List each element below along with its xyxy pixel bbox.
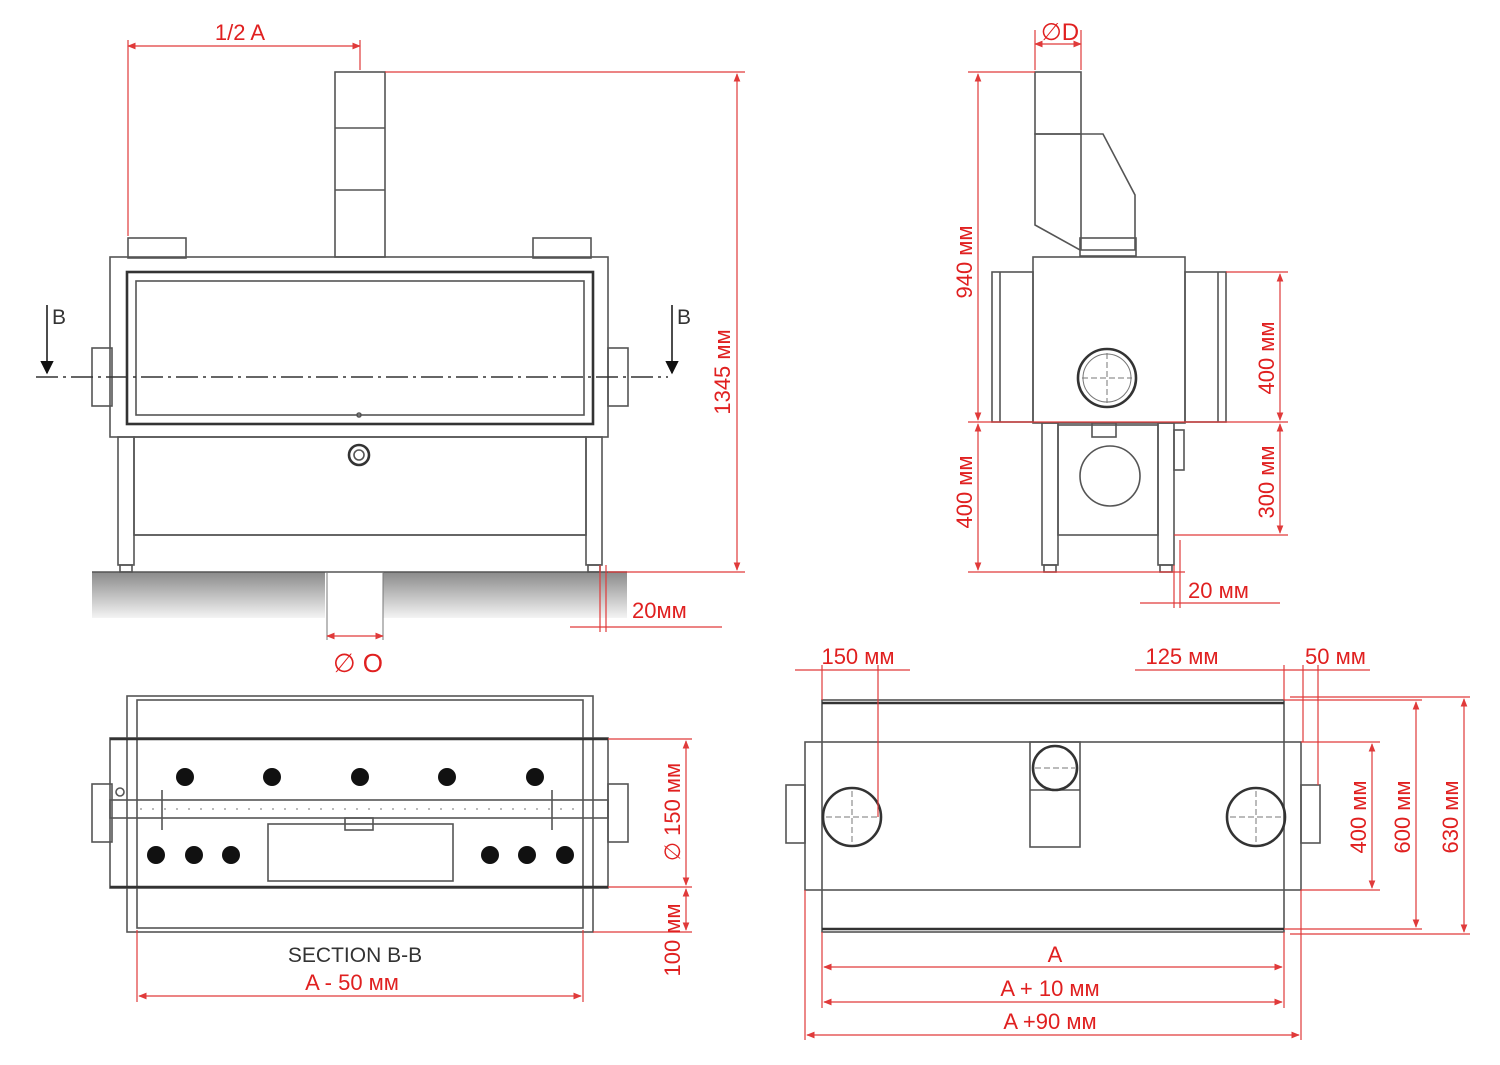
top-port-right <box>1225 786 1287 848</box>
dim-section-width: A - 50 мм <box>305 970 399 995</box>
dim-flue-diameter: ∅D <box>1041 19 1079 46</box>
front-leg-right <box>585 436 603 566</box>
side-port-circle <box>1076 347 1138 409</box>
dim-top-edge: 50 мм <box>1305 644 1366 669</box>
glass-frame <box>125 270 595 426</box>
base-frame <box>133 436 587 536</box>
burner-tray <box>267 823 454 882</box>
dim-body-height: 940 мм <box>952 225 977 298</box>
dim-width-a90: A +90 мм <box>1003 1009 1096 1034</box>
side-leg-right <box>1157 422 1175 566</box>
dim-height: 1345 мм <box>710 329 735 414</box>
dim-base-height: 400 мм <box>952 455 977 528</box>
flue-pipe <box>334 71 386 258</box>
dim-lower-height: 300 мм <box>1254 445 1279 518</box>
control-knob-icon <box>347 443 371 467</box>
dim-port-height: 400 мм <box>1254 321 1279 394</box>
dim-width-a10: A + 10 мм <box>1000 976 1099 1001</box>
side-leg-left <box>1041 422 1059 566</box>
dim-depth-inner: 400 мм <box>1346 780 1371 853</box>
burner-holes <box>147 768 574 864</box>
side-outlet-circle <box>1079 445 1141 507</box>
dim-offset-left: 150 мм <box>821 644 894 669</box>
dim-offset-right: 125 мм <box>1145 644 1218 669</box>
dim-depth-outer: 630 мм <box>1438 780 1463 853</box>
section-view: SECTION B-B A - 50 мм ∅ 150 мм 100 мм <box>91 695 692 1002</box>
front-leg-left <box>117 436 135 566</box>
section-title: SECTION B-B <box>288 944 422 967</box>
burner-rail <box>109 799 609 819</box>
side-flue-pipe <box>1034 71 1082 135</box>
top-flue-housing <box>1029 741 1081 848</box>
front-view: B B 1/2 A 1345 мм 20мм ∅ O <box>36 20 745 678</box>
dim-foot-gap-front: 20мм <box>632 598 687 623</box>
top-port-left <box>821 786 883 848</box>
side-view: ∅D 940 мм 400 мм 400 мм 300 мм 20 мм <box>952 19 1288 608</box>
dim-width-a: A <box>1048 942 1063 967</box>
firebox-body <box>109 256 609 438</box>
side-body <box>1032 256 1186 424</box>
dim-burner-diameter: ∅ 150 мм <box>660 763 685 861</box>
top-view: 150 мм 125 мм 50 мм 400 мм 600 мм 630 мм… <box>785 644 1470 1040</box>
section-body <box>109 737 609 889</box>
section-label-right: B <box>677 306 691 329</box>
glass-panel <box>135 280 585 416</box>
dim-outlet-diameter: ∅ O <box>333 648 383 678</box>
section-label-left: B <box>52 306 66 329</box>
dim-depth-mid: 600 мм <box>1390 780 1415 853</box>
dim-section-edge: 100 мм <box>660 903 685 976</box>
dim-foot-gap-side: 20 мм <box>1188 578 1249 603</box>
dim-half-width: 1/2 A <box>215 20 265 45</box>
